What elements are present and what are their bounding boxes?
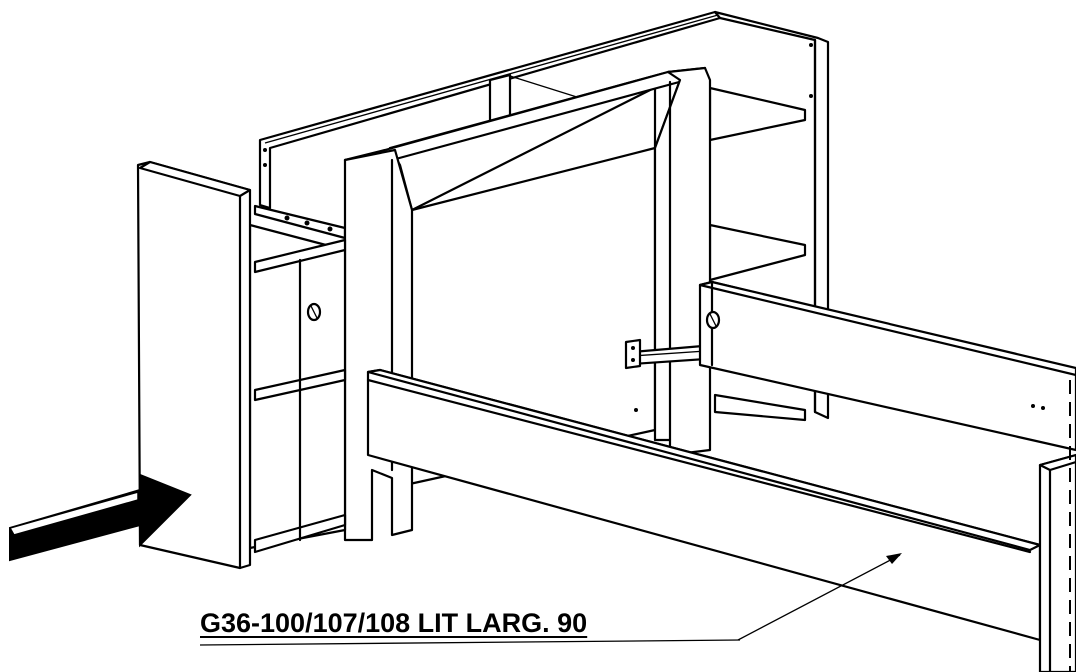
cam-lock-slot bbox=[709, 313, 717, 327]
front-rail-edge bbox=[366, 378, 1032, 554]
arrow-highlight bbox=[8, 491, 139, 536]
foot-post-top bbox=[1038, 453, 1076, 472]
part-reference-label: G36-100/107/108 LIT LARG. 90 bbox=[200, 608, 588, 638]
hole bbox=[263, 163, 267, 167]
push-direction-arrow-icon bbox=[8, 473, 192, 562]
right-rail-top bbox=[698, 280, 1076, 377]
bracket-screw bbox=[631, 346, 635, 350]
bracket-screw bbox=[631, 358, 635, 362]
leader-underline bbox=[199, 639, 741, 646]
hole bbox=[304, 220, 310, 226]
leader-arrowhead bbox=[886, 553, 902, 564]
hole bbox=[809, 94, 813, 98]
cam-lock-slot bbox=[310, 305, 318, 319]
arrow-body bbox=[9, 473, 192, 562]
right-side-rail bbox=[698, 280, 1076, 452]
leader-line bbox=[737, 554, 901, 641]
hole bbox=[809, 43, 813, 47]
rear-shelf-top bbox=[708, 86, 807, 142]
headboard-inner-top bbox=[410, 146, 657, 212]
rear-divider-edge bbox=[509, 75, 581, 99]
headboard-right-post bbox=[653, 66, 712, 457]
left-shelf-top bbox=[253, 238, 347, 274]
right-rail-board bbox=[698, 280, 1076, 452]
hole bbox=[634, 408, 638, 412]
hole bbox=[1041, 406, 1045, 410]
foot-post bbox=[1038, 380, 1076, 672]
left-shelf-unit bbox=[136, 160, 347, 570]
headboard-left-post bbox=[343, 148, 414, 542]
hole bbox=[263, 148, 267, 152]
hole bbox=[1031, 404, 1035, 408]
rear-shelf-bottom bbox=[713, 393, 807, 422]
label-leader bbox=[199, 553, 902, 646]
rear-shelf-middle bbox=[708, 223, 807, 282]
hole bbox=[327, 226, 333, 232]
bracket-left-plate bbox=[624, 338, 642, 370]
hole bbox=[284, 215, 290, 221]
